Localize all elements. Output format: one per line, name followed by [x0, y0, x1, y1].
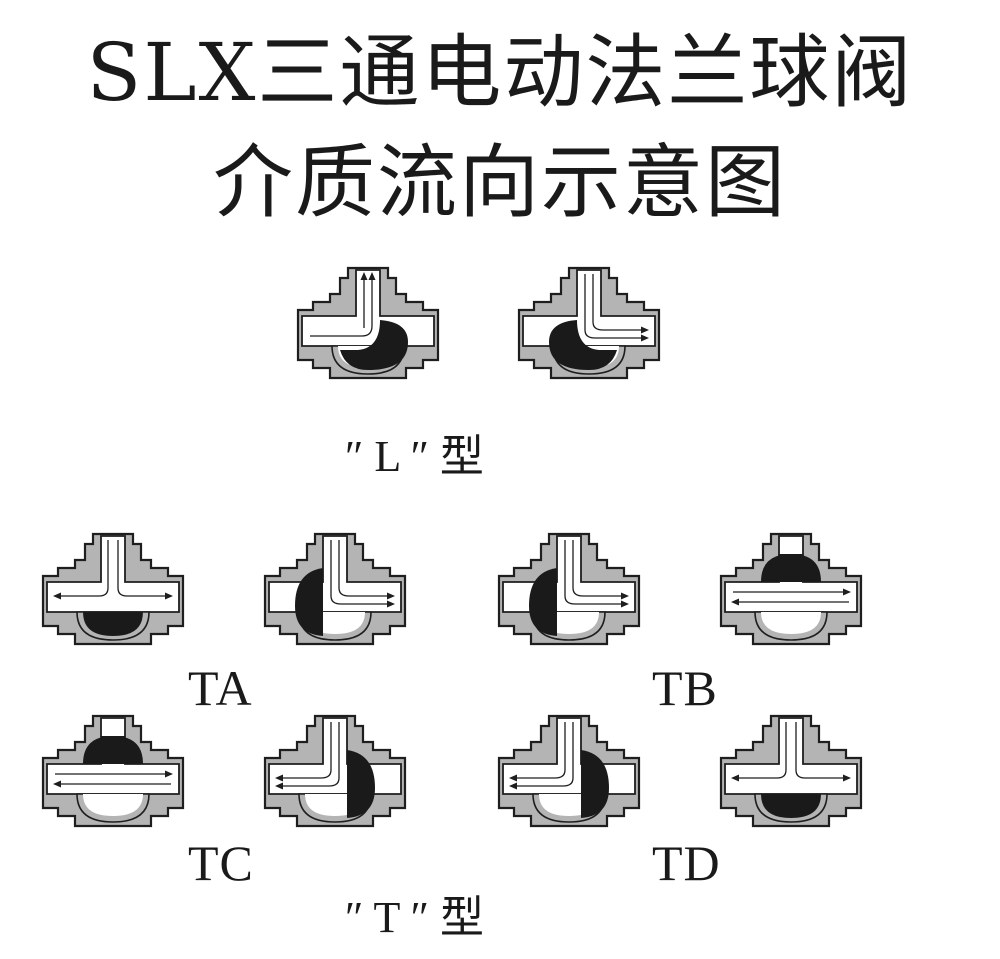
t-type-label: ″ T ″ 型: [345, 893, 484, 942]
title-line-2: 介质流向示意图: [213, 136, 787, 229]
ta-label: TA: [188, 660, 253, 716]
ta-valve-1: [41, 532, 185, 646]
tc-valve-1: [41, 714, 185, 828]
tb-valve-2: [719, 532, 863, 646]
td-valve-1: [497, 714, 641, 828]
title-line-1: SLX三通电动法兰球阀: [86, 26, 914, 119]
tc-valve-2: [263, 714, 407, 828]
ta-valve-2: [263, 532, 407, 646]
tb-valve-1: [497, 532, 641, 646]
td-valve-2: [719, 714, 863, 828]
l-type-valve-1: [296, 266, 440, 380]
td-label: TD: [652, 835, 721, 891]
l-type-label: ″ L ″ 型: [345, 432, 484, 481]
tb-label: TB: [652, 660, 718, 716]
l-type-valve-2: [517, 266, 661, 380]
tc-label: TC: [188, 835, 254, 891]
